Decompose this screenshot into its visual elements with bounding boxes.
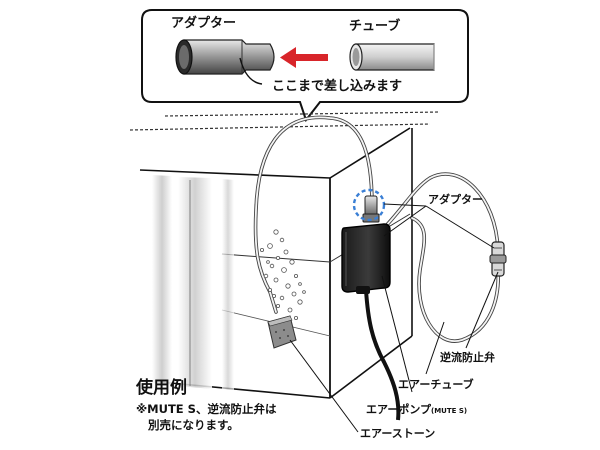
air-pump <box>341 223 401 421</box>
bubble <box>302 290 306 294</box>
bubble <box>271 293 276 298</box>
air-pump-label: エアーポンプ <box>366 403 432 416</box>
adapter-callout: アダプター <box>428 193 483 206</box>
air-pump-model-label: (MUTE S) <box>431 407 468 415</box>
usage-note-line-2: 別売になります。 <box>148 417 239 432</box>
bubble <box>267 287 272 292</box>
bubble <box>273 277 279 283</box>
bubble <box>275 303 280 308</box>
bubble <box>275 255 280 260</box>
detail-callout-box <box>141 9 469 123</box>
air-tube-callout: エアーチューブ <box>398 378 474 391</box>
bubble <box>259 247 264 252</box>
bubble <box>279 237 285 243</box>
bubble <box>281 267 287 273</box>
adapter-highlight-circle <box>352 188 386 222</box>
check-valve-callout: 逆流防止弁 <box>440 351 495 364</box>
bubble <box>298 282 302 286</box>
bubble <box>293 273 298 278</box>
bubble <box>267 243 273 249</box>
bubble <box>297 299 303 305</box>
bubble <box>291 291 297 297</box>
air-stone-callout: エアーストーン <box>360 427 436 440</box>
inset-tube-drawing <box>349 43 435 71</box>
air-tube <box>253 115 501 343</box>
air-bubbles <box>259 229 306 320</box>
insert-direction-arrow <box>280 47 328 68</box>
bubble <box>293 315 298 320</box>
bubble <box>273 229 279 235</box>
air-stone <box>267 315 297 349</box>
bubble <box>266 260 270 264</box>
aquarium-tank <box>129 111 441 399</box>
air-pump-callout: エアーポンプ(MUTE S) <box>366 404 467 415</box>
inset-adapter-drawing <box>175 39 275 85</box>
bubble <box>263 273 269 279</box>
inset-adapter-label: アダプター <box>171 16 237 31</box>
bubble <box>285 283 291 289</box>
bubble <box>269 263 275 269</box>
bubble <box>289 259 295 265</box>
leader-lines <box>289 203 499 433</box>
usage-note-line-1: ※MUTE S、逆流防止弁は <box>136 402 277 416</box>
usage-example-title: 使用例 <box>136 378 187 398</box>
bubble <box>283 249 289 255</box>
bubble <box>287 307 293 313</box>
usage-note: ※MUTE S、逆流防止弁は 別売になります。 <box>136 402 276 433</box>
inset-insert-note: ここまで差し込みます <box>272 79 403 94</box>
check-valve <box>489 241 507 277</box>
bubble <box>279 295 285 301</box>
inset-tube-label: チューブ <box>349 19 401 34</box>
